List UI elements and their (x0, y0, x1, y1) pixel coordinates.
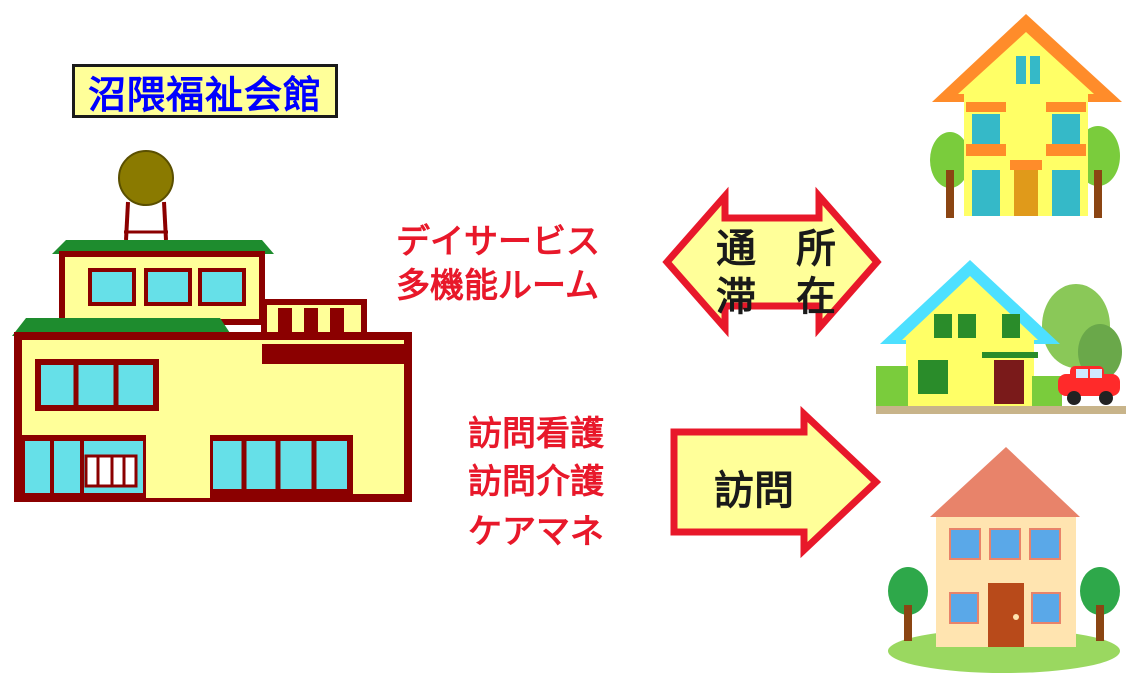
house-bottom-icon (888, 447, 1120, 673)
commute-label: 通 所 (716, 226, 836, 272)
care-manager-label: ケアマネ (468, 512, 604, 552)
home-care-label: 訪問介護 (468, 462, 604, 502)
right-arrow-icon (670, 405, 882, 559)
house-top-icon (930, 14, 1122, 218)
home-nursing-label: 訪問看護 (468, 414, 604, 454)
facility-name-label: 沼隈福祉会館 (72, 64, 338, 118)
house-middle-icon (876, 260, 1126, 414)
welfare-hall-building (12, 150, 412, 502)
water-tank-icon (118, 150, 174, 206)
stay-label: 滞 在 (716, 274, 836, 320)
multi-function-room-label: 多機能ルーム (396, 266, 599, 306)
visit-label: 訪問 (714, 468, 794, 514)
day-service-label: デイサービス (396, 222, 600, 262)
double-arrow-icon (662, 186, 882, 338)
